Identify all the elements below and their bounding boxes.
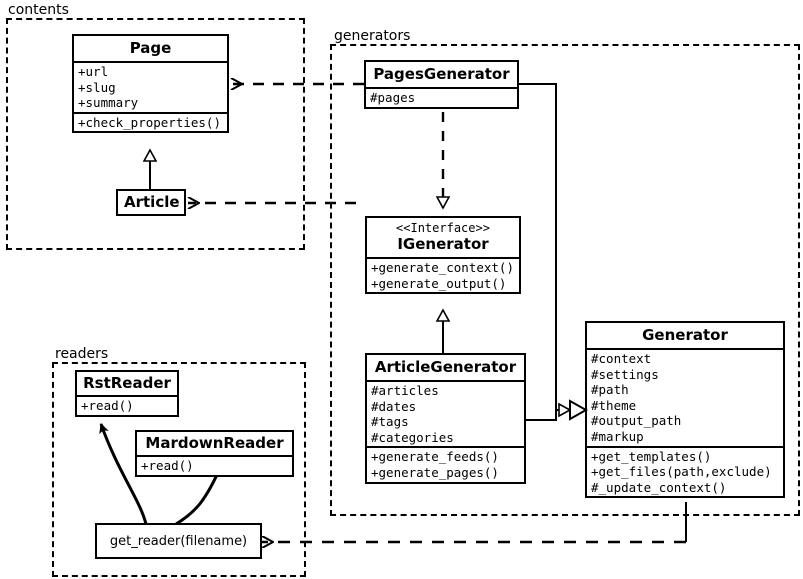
attribute: #pages <box>370 90 416 105</box>
attribute: #path <box>591 382 629 398</box>
class-article-generator-attributes: #articles #dates #tags #categories <box>367 380 524 446</box>
class-page-name: Page <box>129 39 172 57</box>
class-rst-reader-operations: +read() <box>77 395 177 415</box>
package-generators <box>330 44 800 516</box>
class-igenerator-operations: +generate_context() +generate_output() <box>367 257 519 292</box>
package-readers <box>52 362 306 577</box>
class-article-generator-name: ArticleGenerator <box>374 358 517 376</box>
class-igenerator[interactable]: <<Interface>> IGenerator +generate_conte… <box>365 216 521 295</box>
class-igenerator-stereotype: <<Interface>> <box>396 221 490 235</box>
attribute: #settings <box>591 366 659 382</box>
attribute: +slug <box>78 79 116 95</box>
function-get-reader-label: get_reader(filename) <box>109 533 248 549</box>
operation: +generate_feeds() <box>371 449 499 465</box>
attribute: #output_path <box>591 413 682 429</box>
operation: +generate_context() <box>371 260 514 275</box>
class-article-generator-operations: +generate_feeds() +generate_pages() <box>367 446 524 481</box>
operation: +read() <box>141 458 194 473</box>
class-generator-attributes: #context #settings #path #theme #output_… <box>587 348 783 446</box>
attribute: #dates <box>371 398 417 414</box>
package-contents-label: contents <box>6 2 71 18</box>
class-mardown-reader-name: MardownReader <box>145 434 284 452</box>
attribute: #markup <box>591 428 644 444</box>
attribute: #categories <box>371 429 454 445</box>
class-pages-generator[interactable]: PagesGenerator #pages <box>364 60 519 109</box>
package-contents <box>6 18 305 250</box>
class-page-attributes: +url +slug +summary <box>74 61 227 112</box>
class-rst-reader[interactable]: RstReader +read() <box>75 370 179 417</box>
operation: +generate_output() <box>371 275 507 291</box>
class-mardown-reader[interactable]: MardownReader +read() <box>135 430 294 477</box>
operation: #_update_context() <box>591 479 727 495</box>
attribute: #articles <box>371 383 439 398</box>
class-generator-operations: +get_templates() +get_files(path,exclude… <box>587 445 783 497</box>
attribute: #theme <box>591 397 637 413</box>
class-page-operations: +check_properties() <box>74 111 227 132</box>
operation: +get_files(path,exclude) <box>591 464 772 480</box>
function-get-reader[interactable]: get_reader(filename) <box>95 523 262 559</box>
attribute: #tags <box>371 414 409 430</box>
operation: +check_properties() <box>78 114 221 130</box>
class-generator-name: Generator <box>642 326 728 344</box>
attribute: #context <box>591 351 652 366</box>
class-rst-reader-name: RstReader <box>83 374 171 392</box>
class-pages-generator-name: PagesGenerator <box>373 65 510 83</box>
class-igenerator-name: IGenerator <box>397 235 489 253</box>
class-generator[interactable]: Generator #context #settings #path #them… <box>585 321 785 499</box>
class-article-name: Article <box>124 193 180 211</box>
class-page[interactable]: Page +url +slug +summary +check_properti… <box>72 34 229 134</box>
package-readers-label: readers <box>53 346 111 362</box>
class-article-generator[interactable]: ArticleGenerator #articles #dates #tags … <box>365 353 526 484</box>
class-article[interactable]: Article <box>116 189 186 216</box>
attribute: +url <box>78 64 109 79</box>
operation: +read() <box>81 398 134 413</box>
class-mardown-reader-operations: +read() <box>137 455 292 475</box>
operation: +get_templates() <box>591 448 712 464</box>
class-pages-generator-attributes: #pages <box>366 87 517 107</box>
operation: +generate_pages() <box>371 464 499 480</box>
package-generators-label: generators <box>332 28 413 44</box>
attribute: +summary <box>78 95 139 111</box>
